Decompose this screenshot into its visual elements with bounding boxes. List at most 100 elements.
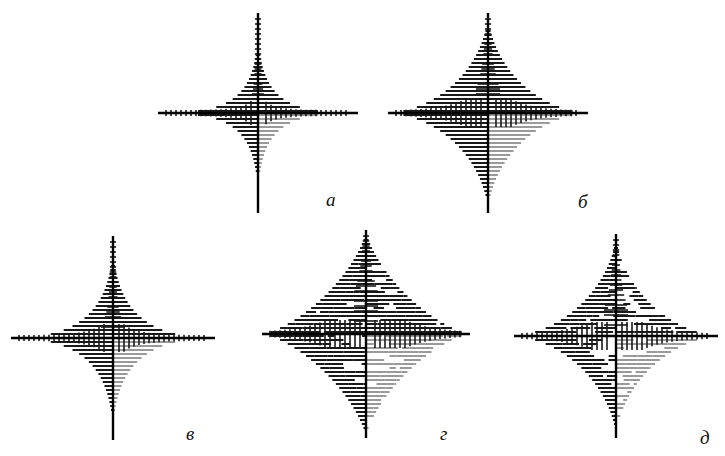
hatch-line [89,313,113,315]
hatch-line [598,387,616,389]
hatch-line [226,102,258,104]
hatch-line [258,90,275,92]
hatch-line [423,315,432,317]
hatch-line [113,329,162,331]
figure-letter: а [326,190,336,209]
hatch-line [616,363,625,365]
hatch-line [343,351,364,353]
hatch-line [258,142,269,144]
hatch-line [366,335,374,337]
hatch-line [329,291,346,293]
hatch-line [93,365,113,367]
hatch-line [311,359,326,361]
hatch-line [634,383,637,385]
hatch-line [281,335,294,337]
hatch-line [616,339,634,341]
hatch-line [426,122,488,124]
hatch-line [258,106,300,108]
hatch-line [388,351,396,353]
hatch-line [646,351,657,353]
hatch-line [593,363,608,365]
hatch-line [294,319,316,321]
hatch-line [581,303,600,305]
hatch-line [546,343,563,345]
hatch-line [432,319,438,321]
hatch-line [585,371,608,373]
hatch-line [488,150,513,152]
hatch-line [288,323,296,325]
hatch-line [639,295,643,297]
hatch-line [340,327,354,329]
hatch-line [405,327,420,329]
hatch-line [629,295,638,297]
hatch-line [603,395,616,397]
hatch-line [391,327,405,329]
hatch-line [342,391,350,393]
hatch-line [415,363,417,365]
hatch-line [426,102,488,104]
hatch-line [350,391,366,393]
figure-letter: д [700,428,710,447]
hatch-line [488,106,559,108]
hatch-line [616,343,624,345]
star-axis [257,13,259,213]
hatch-line [356,411,366,413]
hatch-line [258,126,283,128]
hatch-line [430,315,432,317]
hatch-line [658,315,665,317]
hatch-line [445,331,453,333]
hatch-line [376,383,394,385]
hatch-line [323,351,343,353]
hatch-line [589,375,603,377]
hatch-line [300,351,323,353]
hatch-line [258,130,278,132]
hatch-line [469,66,488,68]
hatch-line [400,367,412,369]
hatch-line [401,363,414,365]
hatch-line [635,315,658,317]
hatch-line [320,299,340,301]
hatch-line [396,351,418,353]
hatch-line [238,130,258,132]
hatch-line [607,375,616,377]
hatch-line [623,375,638,377]
hatch-line [382,351,388,353]
hatch-line [79,353,113,355]
hatch-line [113,385,122,387]
hatch-line [113,313,137,315]
hatch-line [625,363,643,365]
hatch-line [616,387,634,389]
hatch-line [455,142,488,144]
hatch-line [294,347,309,349]
hatch-line [333,307,354,309]
hatch-line [577,363,593,365]
hatch-line [241,90,258,92]
hatch-line [320,367,329,369]
hatch-line [345,271,358,273]
hatch-line [366,323,378,325]
hatch-line [386,371,402,373]
hatch-line [578,319,586,321]
hatch-line [663,339,676,341]
hatch-line [198,114,258,116]
hatch-line [393,303,406,305]
hatch-line [488,138,525,140]
hatch-line [488,102,550,104]
hatch-line [561,319,570,321]
hatch-line [346,375,366,377]
hatch-line [572,359,595,361]
hatch-line [354,307,366,309]
hatch-line [657,351,669,353]
hatch-line [347,347,359,349]
hatch-line [396,307,415,309]
hatch-line [366,379,384,381]
hatch-line [381,287,391,289]
hatch-line [634,299,647,301]
hatch-line [104,385,113,387]
hatch-line [587,311,593,313]
hatch-line [616,347,624,349]
hatch-line [382,363,393,365]
hatch-line [386,279,393,281]
hatch-line [389,295,403,297]
star-axis [487,13,489,213]
